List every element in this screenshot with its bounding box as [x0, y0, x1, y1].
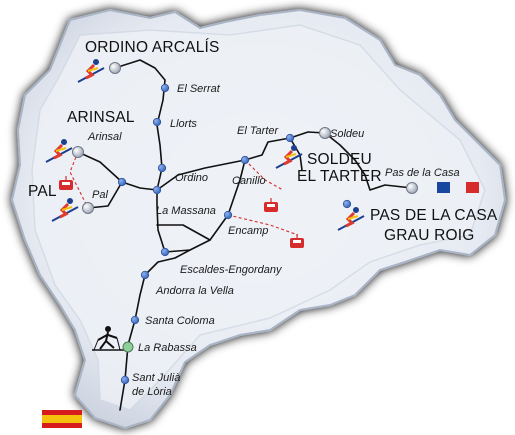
resort-label: EL TARTER: [297, 168, 382, 185]
town-label: Pas de la Casa: [385, 167, 460, 179]
town-label: Andorra la Vella: [155, 285, 234, 297]
lift-encamp: [227, 214, 299, 236]
resort-marker-pal: [82, 202, 94, 214]
resort-label: ARINSAL: [67, 109, 135, 126]
town-dot-encamp: [223, 210, 233, 220]
town-label: La Massana: [156, 205, 216, 217]
resort-marker-pas-de-la-casa: [406, 182, 418, 194]
town-label: de Lòria: [132, 386, 172, 398]
town-label: Soldeu: [330, 128, 364, 140]
town-label: Ordino: [175, 172, 208, 184]
skier-icon: [275, 145, 303, 169]
lift-arinsal-pal: [69, 151, 89, 209]
town-label: Arinsal: [87, 131, 122, 143]
skier-icon: [337, 207, 365, 231]
town-dot-santa-coloma: [130, 315, 140, 325]
skier-icon: [51, 198, 79, 222]
flag-france-blue: [437, 182, 450, 193]
resort-label: ORDINO ARCALÍS: [85, 39, 220, 56]
resort-label: GRAU ROIG: [384, 227, 475, 244]
gondola-icon: [264, 198, 278, 212]
resort-marker-la-rabassa: [122, 341, 134, 353]
resort-marker-soldeu: [319, 127, 331, 139]
flag-spain: [42, 410, 82, 428]
town-dot-arinsal-junction: [117, 177, 127, 187]
town-label: Escaldes-Engordany: [180, 264, 283, 276]
road-massana-escaldes: [156, 224, 211, 241]
town-label: Sant Julià: [132, 372, 180, 384]
town-dot-andorra: [140, 270, 150, 280]
road-pal: [87, 181, 123, 209]
town-dot-llorts: [152, 117, 162, 127]
town-label: Santa Coloma: [145, 315, 215, 327]
town-dot-pas-road: [342, 199, 352, 209]
town-dot-sant-julia: [120, 375, 130, 385]
road-canillo-soldeu: [244, 131, 413, 191]
town-dot-el-serrat: [160, 83, 170, 93]
town-label: Pal: [92, 189, 108, 201]
gondola-icon: [290, 234, 304, 248]
resort-label: PAL: [28, 183, 57, 200]
town-label: La Rabassa: [138, 342, 197, 354]
skier-icon: [77, 59, 105, 83]
town-label: Canillo: [232, 175, 266, 187]
town-label: El Serrat: [177, 83, 221, 95]
town-dot-escaldes: [160, 247, 170, 257]
resort-marker-ordino-arcalis: [109, 62, 121, 74]
town-dot-canillo: [240, 155, 250, 165]
town-dots: [117, 83, 352, 385]
lift-canillo: [244, 159, 284, 191]
town-dot-el-tarter: [285, 133, 295, 143]
cross-country-skier-icon: [92, 326, 124, 351]
town-label: Llorts: [170, 118, 197, 130]
skier-icon: [45, 139, 73, 163]
town-dot-ordino: [157, 163, 167, 173]
country-inner-ridge: [31, 24, 486, 411]
resort-label: SOLDEU: [307, 151, 372, 168]
resort-marker-arinsal: [72, 146, 84, 158]
resort-label: PAS DE LA CASA: [370, 207, 498, 224]
town-label: Encamp: [228, 225, 268, 237]
town-dot-massana: [152, 185, 162, 195]
gondola-icon: [59, 176, 73, 190]
road-ordino-massana: [156, 159, 246, 191]
road-escaldes-south: [119, 249, 191, 411]
town-label: El Tarter: [237, 125, 280, 137]
flag-france-red: [466, 182, 479, 193]
